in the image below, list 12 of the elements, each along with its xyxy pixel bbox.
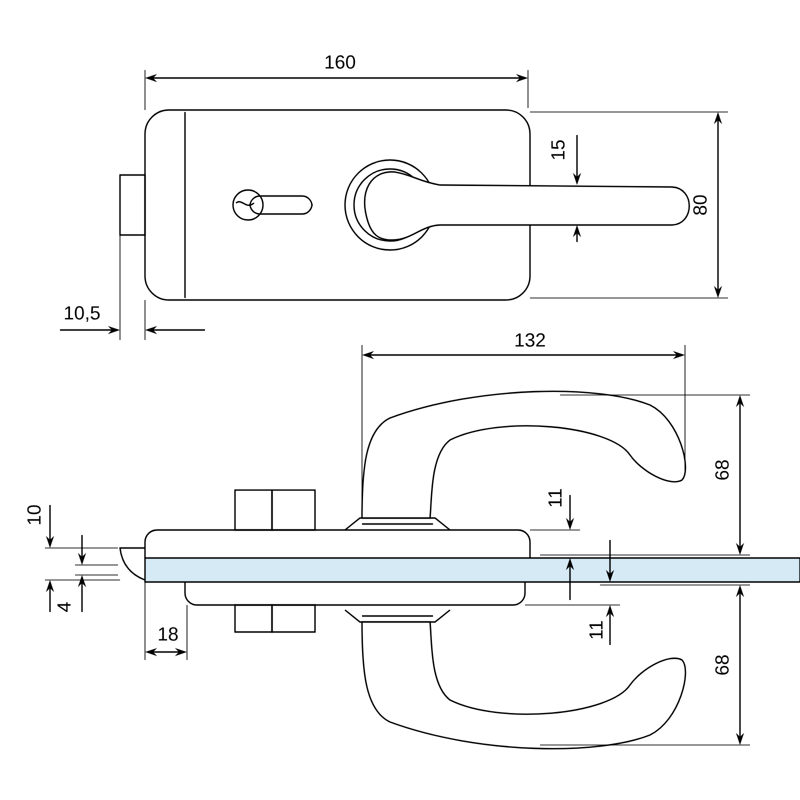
dimension-label: 10,5 (64, 306, 100, 322)
dimension-label: 68 (715, 655, 729, 675)
dimension-label: 15 (551, 140, 565, 160)
dimension-label: 11 (589, 621, 603, 638)
dimension-label: 4 (57, 602, 71, 612)
dimension-label: 80 (693, 195, 707, 215)
dimension-label: 18 (158, 627, 178, 641)
dimension-label: 11 (548, 489, 562, 506)
dimension-label: 160 (326, 55, 356, 69)
dimension-label: 10 (27, 505, 41, 524)
dimension-label: 68 (715, 460, 729, 480)
dimension-label: 132 (516, 333, 545, 347)
